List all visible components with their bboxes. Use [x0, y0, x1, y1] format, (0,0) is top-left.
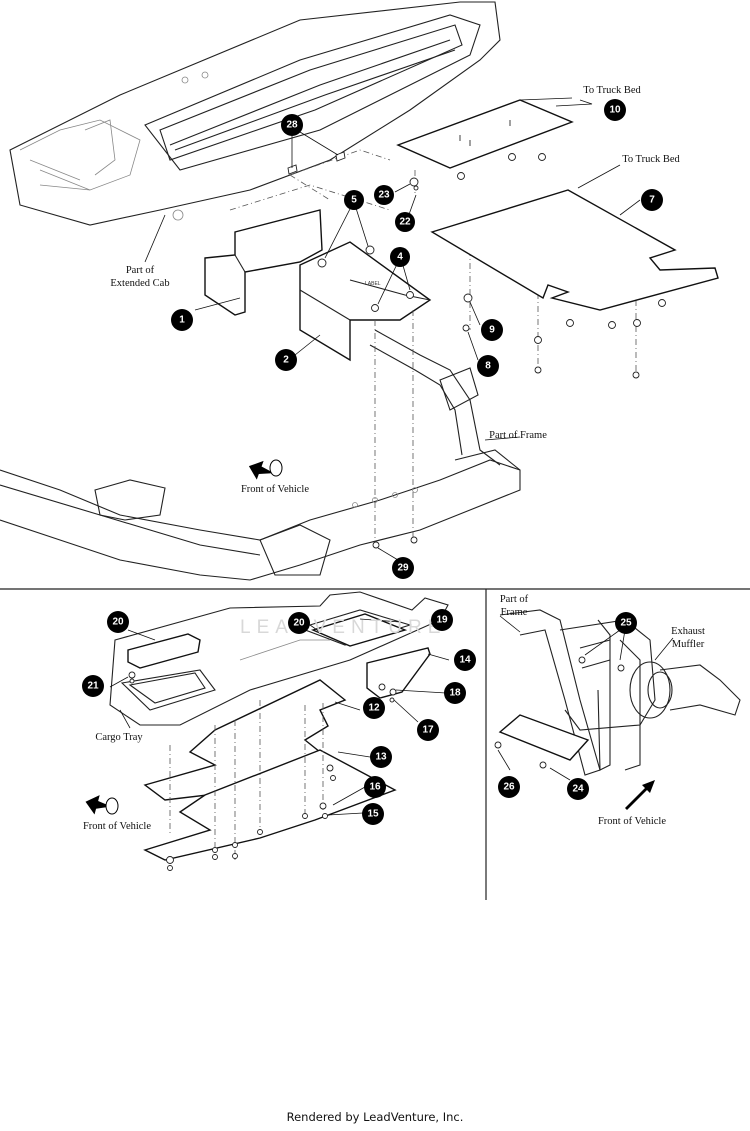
svg-text:7: 7: [649, 195, 655, 206]
callout-9: 9: [481, 319, 503, 341]
svg-text:12: 12: [368, 703, 380, 714]
cargo-tray: [109, 591, 449, 726]
callout-19: 19: [431, 609, 453, 631]
extended-cab-assembly: [9, 1, 501, 226]
plate-fasteners: [394, 97, 666, 379]
bolt-28: [287, 131, 346, 175]
svg-text:5: 5: [351, 195, 357, 206]
bolts-5-4: [317, 204, 414, 312]
callout-29: 29: [392, 557, 414, 579]
callout-20-left: 20: [107, 611, 129, 633]
label-exhaust-2: Muffler: [672, 639, 705, 650]
svg-text:29: 29: [397, 563, 409, 574]
plate-12-13: [143, 679, 397, 861]
callout-14: 14: [454, 649, 476, 671]
callout-21: 21: [82, 675, 104, 697]
svg-text:25: 25: [620, 618, 632, 629]
svg-text:16: 16: [369, 782, 381, 793]
tray-centerlines: [169, 700, 324, 860]
callout-28: 28: [281, 114, 303, 136]
frame-rail-top: [0, 329, 521, 581]
callout-12: 12: [363, 697, 385, 719]
callout-18: 18: [444, 682, 466, 704]
svg-text:22: 22: [399, 217, 411, 228]
label-exhaust-1: Exhaust: [671, 626, 705, 637]
callout-17: 17: [417, 719, 439, 741]
label-part-of-cab-2: Extended Cab: [110, 278, 169, 289]
svg-text:14: 14: [459, 655, 471, 666]
svg-text:9: 9: [489, 325, 495, 336]
label-part-of-cab-1: Part of: [126, 265, 155, 276]
label-part-of-frame-r2: Frame: [501, 607, 528, 618]
nut-29: [372, 536, 418, 561]
label-part-of-frame-r1: Part of: [500, 594, 529, 605]
callout-25: 25: [615, 612, 637, 634]
callout-16: 16: [364, 776, 386, 798]
label-front-of-vehicle-bl: Front of Vehicle: [83, 821, 151, 832]
callout-15: 15: [362, 803, 384, 825]
watermark: LEADVENTURE: [240, 617, 446, 638]
svg-text:21: 21: [87, 681, 99, 692]
plate-10: [396, 99, 574, 169]
svg-text:2: 2: [283, 355, 289, 366]
callout-23: 23: [374, 185, 394, 205]
label-to-truck-bed-1: To Truck Bed: [583, 85, 641, 96]
label-part-of-frame-top: Part of Frame: [489, 430, 547, 441]
callout-8: 8: [477, 355, 499, 377]
svg-text:15: 15: [367, 809, 379, 820]
svg-text:20: 20: [293, 618, 305, 629]
svg-text:8: 8: [485, 361, 491, 372]
svg-text:19: 19: [436, 615, 448, 626]
callout-4: 4: [390, 247, 410, 267]
label-cargo-tray: Cargo Tray: [95, 732, 143, 743]
callout-10: 10: [604, 99, 626, 121]
svg-text:18: 18: [449, 688, 461, 699]
svg-text:20: 20: [112, 617, 124, 628]
svg-text:17: 17: [422, 725, 434, 736]
svg-text:LABEL: LABEL: [365, 281, 381, 287]
svg-text:26: 26: [503, 782, 515, 793]
callout-13: 13: [370, 746, 392, 768]
heat-shield-1: [204, 209, 323, 316]
svg-text:4: 4: [397, 252, 403, 263]
svg-text:13: 13: [375, 752, 387, 763]
svg-text:10: 10: [609, 105, 621, 116]
svg-text:23: 23: [378, 190, 390, 201]
label-front-of-vehicle-br: Front of Vehicle: [598, 816, 666, 827]
plate-7: [430, 189, 719, 311]
callout-1: 1: [171, 309, 193, 331]
callout-7: 7: [641, 189, 663, 211]
label-to-truck-bed-2: To Truck Bed: [622, 154, 680, 165]
svg-text:28: 28: [286, 120, 298, 131]
tray-fasteners: [109, 618, 450, 871]
svg-text:24: 24: [572, 784, 584, 795]
footer-credit: Rendered by LeadVenture, Inc.: [286, 1110, 464, 1124]
front-arrow-top: [248, 459, 283, 480]
callout-22: 22: [395, 212, 415, 232]
mounting-outline: [229, 149, 391, 211]
callout-26: 26: [498, 776, 520, 798]
front-arrow-bottom-left: [85, 795, 119, 815]
callout-2: 2: [275, 349, 297, 371]
svg-text:1: 1: [179, 315, 185, 326]
callout-24: 24: [567, 778, 589, 800]
label-leaders-top: [144, 214, 521, 441]
callout-5: 5: [344, 190, 364, 210]
label-front-of-vehicle-top: Front of Vehicle: [241, 484, 309, 495]
callout-20-right: 20: [288, 612, 310, 634]
exhaust-assembly: [494, 609, 741, 781]
front-arrow-bottom-right: [625, 780, 655, 810]
